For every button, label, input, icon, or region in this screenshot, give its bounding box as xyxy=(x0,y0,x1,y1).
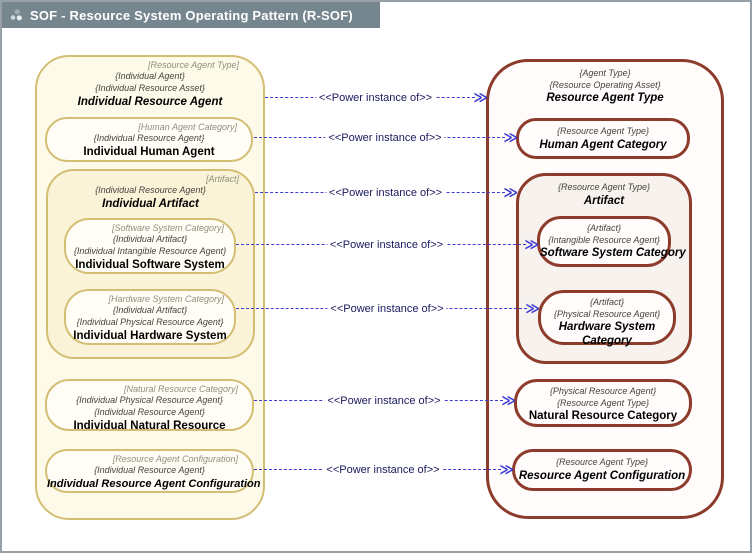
collection-type-label: [Software System Category] xyxy=(111,223,224,233)
node-name: Resource Agent Type xyxy=(546,92,664,105)
node-individual-human-agent[interactable]: [Human Agent Category] {Individual Resou… xyxy=(45,117,253,162)
stereotype-label: {Individual Resource Agent} xyxy=(93,133,205,144)
collection-type-label: [Human Agent Category] xyxy=(138,122,237,132)
connector-label: <<Power instance of>> xyxy=(325,132,445,144)
node-name: Resource Agent Configuration xyxy=(518,469,686,482)
node-name: Software System Category xyxy=(540,247,686,260)
stereotype-label: {Resource Agent Type} xyxy=(557,182,651,192)
node-name: Hardware System Category xyxy=(558,321,656,347)
stereotype-label: {Resource Agent Type} xyxy=(555,457,649,467)
connector-power-instance-of-7[interactable]: ≫ <<Power instance of>> xyxy=(254,462,514,478)
node-name: Natural Resource Category xyxy=(528,410,678,423)
connector-power-instance-of-5[interactable]: ≫ <<Power instance of>> xyxy=(236,301,540,317)
node-name: Individual Artifact xyxy=(102,197,199,210)
stereotype-label: {Agent Type} xyxy=(579,68,631,78)
node-name: Human Agent Category xyxy=(539,138,667,151)
arrowhead-icon: ≫ xyxy=(503,130,518,146)
stereotype-label: {Resource Agent Type} xyxy=(556,126,650,136)
connector-power-instance-of-1[interactable]: ≫ <<Power instance of>> xyxy=(265,90,488,106)
connector-label: <<Power instance of>> xyxy=(325,187,446,199)
node-name: Individual Software System xyxy=(75,258,225,271)
stereotype-label: {Resource Operating Asset} xyxy=(549,79,661,90)
stereotype-label: {Individual Agent} xyxy=(115,71,185,82)
stereotype-label: {Individual Artifact} xyxy=(112,305,188,316)
collection-type-label: [Resource Agent Configuration] xyxy=(112,454,238,464)
node-resource-agent-configuration[interactable]: {Resource Agent Type} Resource Agent Con… xyxy=(512,449,692,491)
collection-type-label: [Natural Resource Category] xyxy=(123,384,238,394)
diagram-title: SOF - Resource System Operating Pattern … xyxy=(30,7,353,23)
arrowhead-icon: ≫ xyxy=(524,237,539,253)
stereotype-label: {Individual Artifact} xyxy=(112,234,188,245)
connector-label: <<Power instance of>> xyxy=(326,239,447,251)
stereotype-label: {Individual Physical Resource Agent} xyxy=(76,316,224,327)
connector-label: <<Power instance of>> xyxy=(327,303,447,315)
stereotype-label: {Individual Physical Resource Agent} xyxy=(76,395,223,406)
arrowhead-icon: ≫ xyxy=(501,393,516,409)
stereotype-label: {Resource Agent Type} xyxy=(556,397,650,408)
node-individual-resource-agent-configuration[interactable]: [Resource Agent Configuration] {Individu… xyxy=(45,449,261,493)
stereotype-label: {Physical Resource Agent} xyxy=(553,308,661,319)
stereotype-label: {Individual Resource Agent} xyxy=(95,185,206,196)
arrowhead-icon: ≫ xyxy=(503,185,518,201)
arrowhead-icon: ≫ xyxy=(473,90,488,106)
collection-type-label: [Hardware System Category] xyxy=(108,294,224,304)
collection-type-label: [Artifact] xyxy=(205,174,239,184)
node-name: Individual Hardware System xyxy=(73,329,227,342)
node-name: Artifact xyxy=(583,194,625,207)
stereotype-label: {Intangible Resource Agent} xyxy=(548,234,660,245)
stereotype-label: {Artifact} xyxy=(589,297,625,307)
stereotype-label: {Individual Resource Agent} xyxy=(94,465,205,476)
connector-power-instance-of-2[interactable]: ≫ <<Power instance of>> xyxy=(254,130,518,146)
node-natural-resource-category[interactable]: {Physical Resource Agent} {Resource Agen… xyxy=(514,379,692,427)
diagram-nodes-icon xyxy=(9,8,24,22)
collection-type-label: [Resource Agent Type] xyxy=(147,60,239,70)
arrowhead-icon: ≫ xyxy=(499,462,514,478)
connector-power-instance-of-6[interactable]: ≫ <<Power instance of>> xyxy=(254,393,516,409)
stereotype-label: {Physical Resource Agent} xyxy=(549,386,657,396)
connector-power-instance-of-3[interactable]: ≫ <<Power instance of>> xyxy=(255,185,518,201)
connector-label: <<Power instance of>> xyxy=(324,395,444,407)
node-name: Individual Resource Agent xyxy=(77,95,223,108)
node-individual-natural-resource[interactable]: [Natural Resource Category] {Individual … xyxy=(45,379,254,432)
node-name: Individual Natural Resource xyxy=(73,419,226,432)
node-software-system-category[interactable]: {Artifact} {Intangible Resource Agent} S… xyxy=(537,216,686,267)
arrowhead-icon: ≫ xyxy=(525,301,540,317)
diagram-title-tab[interactable]: SOF - Resource System Operating Pattern … xyxy=(2,2,380,28)
node-human-agent-category[interactable]: {Resource Agent Type} Human Agent Catego… xyxy=(516,118,690,159)
node-individual-software-system[interactable]: [Software System Category] {Individual A… xyxy=(64,218,236,274)
stereotype-label: {Individual Resource Asset} xyxy=(95,82,205,93)
connector-label: <<Power instance of>> xyxy=(323,464,443,476)
connector-label: <<Power instance of>> xyxy=(315,92,436,104)
stereotype-label: {Artifact} xyxy=(586,223,622,233)
node-hardware-system-category[interactable]: {Artifact} {Physical Resource Agent} Har… xyxy=(538,290,676,347)
node-individual-hardware-system[interactable]: [Hardware System Category] {Individual A… xyxy=(64,289,236,345)
stereotype-label: {Individual Resource Agent} xyxy=(94,406,205,417)
connector-power-instance-of-4[interactable]: ≫ <<Power instance of>> xyxy=(236,237,539,253)
node-name: Individual Human Agent xyxy=(83,145,215,158)
stereotype-label: {Individual Intangible Resource Agent} xyxy=(73,245,227,256)
node-name: Individual Resource Agent Configuration xyxy=(47,477,261,490)
